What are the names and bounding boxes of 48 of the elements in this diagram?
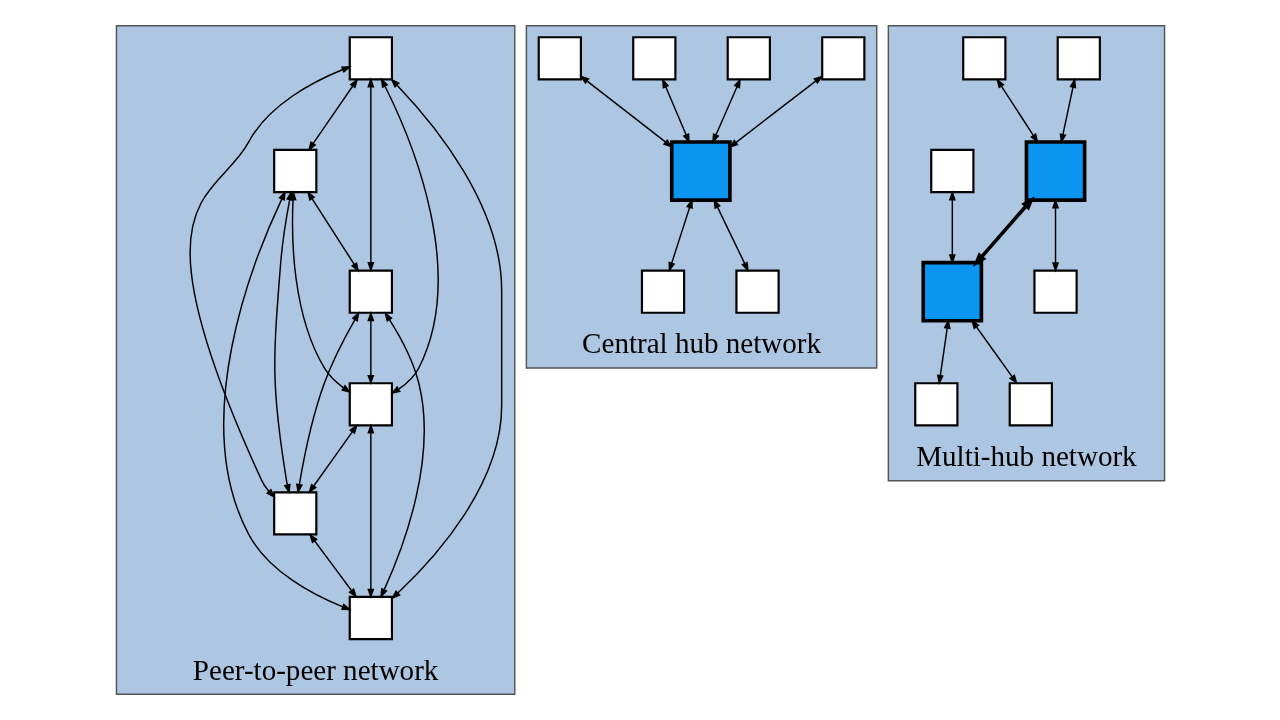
arrow <box>380 77 439 395</box>
node-box <box>640 269 685 314</box>
node-box <box>272 148 317 194</box>
node-box <box>1032 269 1078 314</box>
arrow <box>366 77 374 273</box>
node-box <box>272 491 317 536</box>
arrow <box>188 66 352 499</box>
arrow <box>661 77 690 144</box>
arrow <box>307 423 358 494</box>
node-box <box>961 36 1006 81</box>
arrow <box>307 78 358 152</box>
arrow <box>948 190 956 265</box>
node-box <box>929 148 974 194</box>
arrow <box>972 196 1035 267</box>
node-box <box>348 36 393 81</box>
arrow <box>389 78 502 600</box>
node-box <box>537 36 582 81</box>
arrow <box>366 423 374 599</box>
arrow <box>308 533 357 599</box>
cluster: Central hub network <box>525 24 877 369</box>
arrow <box>970 319 1018 385</box>
arrow <box>711 77 741 144</box>
node-box <box>348 382 393 427</box>
node-box <box>920 260 983 323</box>
arrow <box>273 190 293 495</box>
arrow <box>1059 77 1076 144</box>
node-box <box>669 140 732 202</box>
arrow <box>1051 198 1059 273</box>
arrow <box>995 78 1039 144</box>
node-box <box>348 595 393 641</box>
node-box <box>820 36 865 81</box>
node-box <box>1024 140 1086 202</box>
cluster: Multi-hub network <box>887 24 1165 482</box>
arrow <box>295 311 360 494</box>
cluster: Peer-to-peer network <box>115 24 515 696</box>
arrow <box>668 198 693 273</box>
node-box <box>734 269 780 314</box>
node-box <box>1008 382 1053 427</box>
node-box <box>913 382 958 427</box>
node-box <box>726 36 771 81</box>
arrow <box>379 311 425 599</box>
node-box <box>348 269 393 314</box>
arrow <box>579 75 673 148</box>
node-box <box>1056 36 1101 81</box>
arrow <box>366 311 374 386</box>
arrow <box>712 198 749 273</box>
arrow <box>306 190 359 273</box>
node-box <box>631 36 676 81</box>
